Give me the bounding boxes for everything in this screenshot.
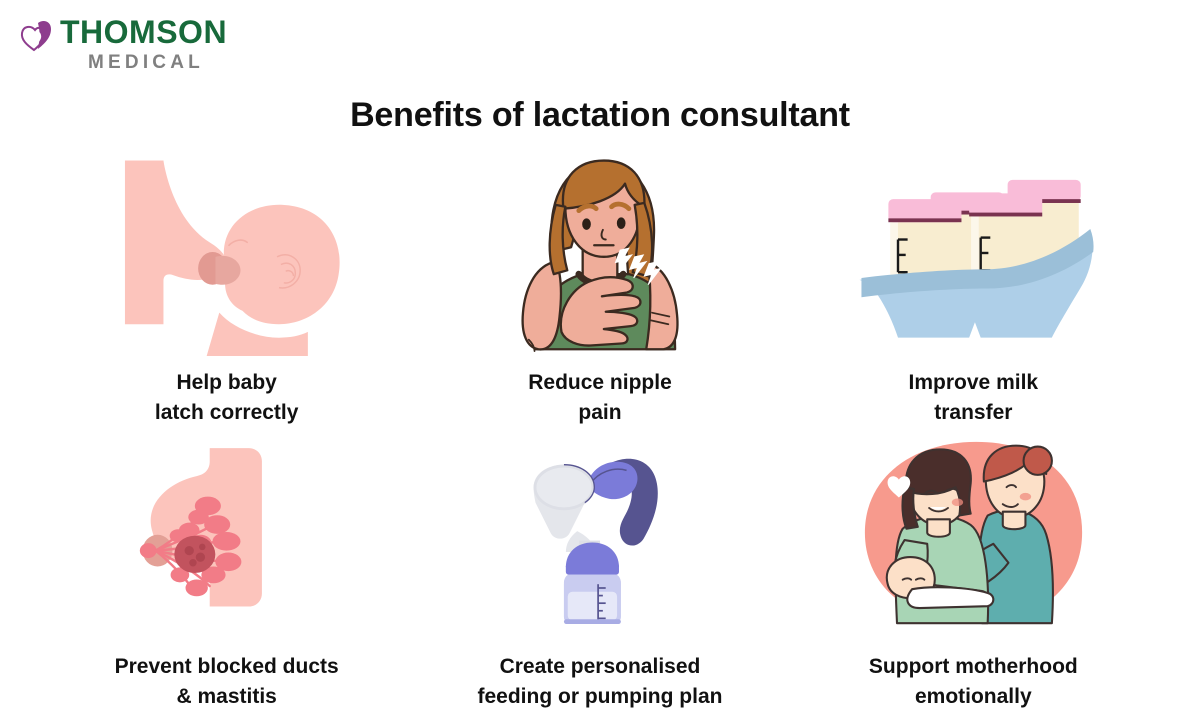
benefit-caption: Create personalised feeding or pumping p… — [477, 655, 723, 708]
mother-support-icon — [846, 432, 1101, 632]
logo-primary-text: THOMSON — [60, 14, 228, 50]
benefit-caption: Prevent blocked ducts & mastitis — [114, 655, 339, 708]
breast-pump-icon — [505, 432, 695, 632]
benefit-item-blocked-ducts: Prevent blocked ducts & mastitis — [40, 432, 413, 712]
benefit-caption: Support motherhood emotionally — [868, 655, 1078, 708]
brand-logo: THOMSON MEDICAL — [18, 16, 227, 72]
logo-secondary-text: MEDICAL — [88, 52, 204, 73]
breastfeeding-latch-icon — [111, 152, 343, 356]
benefit-item-support-motherhood: Support motherhood emotionally — [787, 432, 1160, 712]
milk-bottles-cooler-bag-icon — [848, 152, 1098, 352]
page-title: Benefits of lactation consultant — [350, 96, 850, 134]
benefits-grid: Help baby latch correctly — [40, 152, 1160, 712]
blocked-ducts-mastitis-icon — [124, 432, 329, 632]
benefit-item-milk-transfer: Improve milk transfer — [787, 152, 1160, 432]
benefit-item-nipple-pain: Reduce nipple pain — [413, 152, 786, 432]
benefit-item-latch: Help baby latch correctly — [40, 152, 413, 432]
benefit-caption: Help baby latch correctly — [154, 371, 299, 424]
benefit-item-pumping-plan: Create personalised feeding or pumping p… — [413, 432, 786, 712]
butterfly-heart-logo-icon — [18, 18, 56, 62]
benefit-caption: Improve milk transfer — [908, 371, 1039, 424]
benefit-caption: Reduce nipple pain — [528, 371, 672, 424]
woman-nipple-pain-icon — [494, 152, 706, 352]
